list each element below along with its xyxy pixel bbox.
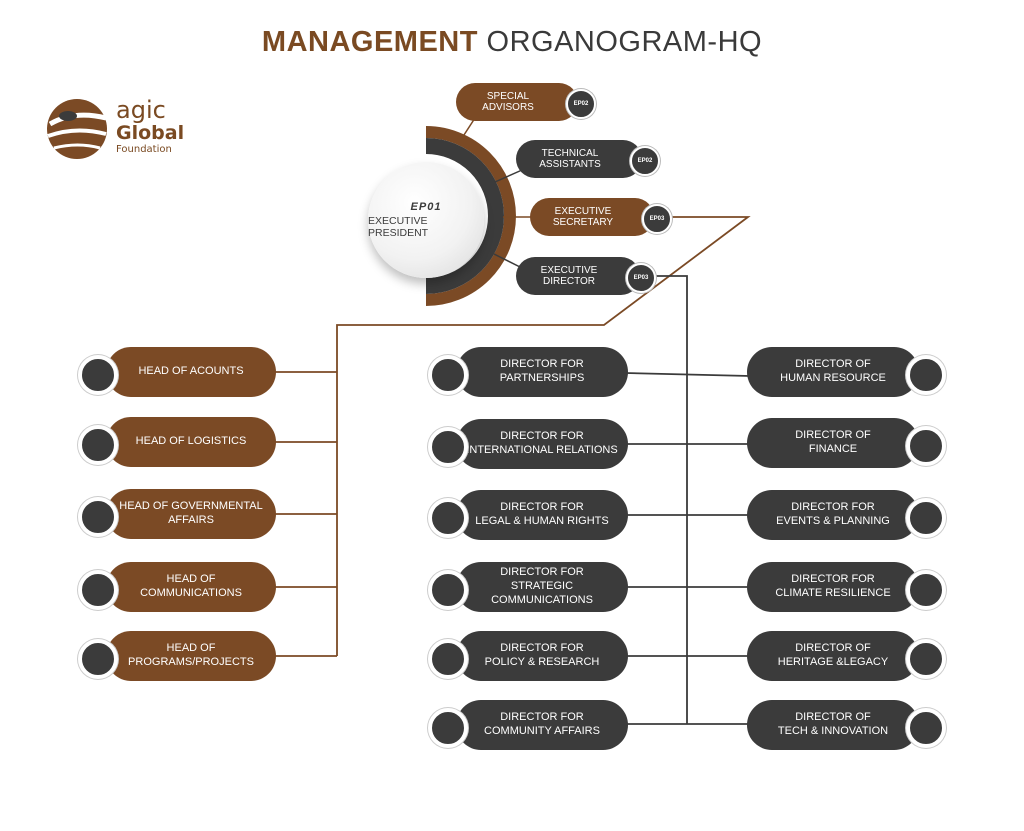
head-of-governmental-affairs-node[interactable]: HEAD OF GOVERNMENTAL AFFAIRS [106, 489, 276, 539]
director-partnerships-dot [428, 355, 468, 395]
director-community-affairs-node[interactable]: DIRECTOR FOR COMMUNITY AFFAIRS [456, 700, 628, 750]
node-label: DIRECTOR FOR STRATEGIC COMMUNICATIONS [466, 566, 618, 607]
director-heritage-legacy-node[interactable]: DIRECTOR OF HERITAGE &LEGACY [747, 631, 919, 681]
director-tech-innovation-node[interactable]: DIRECTOR OF TECH & INNOVATION [747, 700, 919, 750]
head-of-logistics-node[interactable]: HEAD OF LOGISTICS [106, 417, 276, 467]
head-of-governmental-affairs-dot [78, 497, 118, 537]
executive-director-node[interactable]: EXECUTIVE DIRECTOR [516, 257, 640, 295]
president-code: EP01 [410, 201, 442, 213]
node-label-line1: DIRECTOR FOR [500, 501, 584, 514]
node-label-line2: HERITAGE &LEGACY [777, 656, 889, 668]
logo-line2: Global [116, 122, 185, 144]
director-tech-innovation-dot [906, 708, 946, 748]
node-label-line2: STRATEGIC COMMUNICATIONS [491, 580, 593, 606]
node-label-line2: EVENTS & PLANNING [776, 515, 890, 527]
node-label-line2: COMMUNITY AFFAIRS [484, 725, 600, 737]
director-legal-human-rights-dot [428, 498, 468, 538]
node-label-line2: POLICY & RESEARCH [484, 656, 600, 668]
head-of-programs-projects-node[interactable]: HEAD OF PROGRAMS/PROJECTS [106, 631, 276, 681]
director-community-affairs-dot [428, 708, 468, 748]
director-partnerships-node[interactable]: DIRECTOR FOR PARTNERSHIPS [456, 347, 628, 397]
node-label-line1: DIRECTOR FOR [500, 642, 584, 655]
node-label-line1: DIRECTOR OF [795, 642, 871, 655]
node-label: DIRECTOR FOR PARTNERSHIPS [499, 358, 585, 384]
node-label-line2: HUMAN RESOURCE [780, 372, 886, 384]
node-label: HEAD OF LOGISTICS [135, 435, 247, 448]
node-label: DIRECTOR OF HUMAN RESOURCE [780, 358, 886, 386]
node-label-line1: DIRECTOR FOR [791, 501, 875, 514]
node-label-line2: CLIMATE RESILIENCE [775, 587, 891, 599]
node-label-line2: INTERNATIONAL RELATIONS [466, 444, 618, 456]
director-events-planning-node[interactable]: DIRECTOR FOR EVENTS & PLANNING [747, 490, 919, 540]
node-label-line2: TECH & INNOVATION [777, 725, 889, 737]
director-international-relations-node[interactable]: DIRECTOR FOR INTERNATIONAL RELATIONS [456, 419, 628, 469]
director-strategic-communications-node[interactable]: DIRECTOR FOR STRATEGIC COMMUNICATIONS [456, 562, 628, 612]
node-label: DIRECTOR FOR COMMUNITY AFFAIRS [484, 711, 600, 739]
head-of-logistics-dot [78, 425, 118, 465]
director-finance-dot [906, 426, 946, 466]
node-label: TECHNICAL ASSISTANTS [539, 148, 601, 170]
director-international-relations-dot [428, 427, 468, 467]
node-label-line1: HEAD OF GOVERNMENTAL [119, 500, 263, 513]
director-heritage-legacy-dot [906, 639, 946, 679]
node-label: HEAD OF GOVERNMENTAL AFFAIRS [119, 500, 262, 528]
director-policy-research-node[interactable]: DIRECTOR FOR POLICY & RESEARCH [456, 631, 628, 681]
head-of-communications-dot [78, 570, 118, 610]
node-label: DIRECTOR FOR LEGAL & HUMAN RIGHTS [475, 501, 608, 529]
special-advisors-code: EP02 [566, 89, 596, 119]
node-label-line2: AFFAIRS [168, 514, 214, 526]
director-policy-research-dot [428, 639, 468, 679]
head-of-accounts-dot [78, 355, 118, 395]
node-label: DIRECTOR OF FINANCE [795, 429, 871, 457]
director-strategic-communications-dot [428, 570, 468, 610]
executive-secretary-code: EP03 [642, 204, 672, 234]
node-label: HEAD OF PROGRAMS/PROJECTS [128, 642, 254, 668]
node-label: HEAD OF COMMUNICATIONS [140, 573, 242, 599]
node-label-line1: DIRECTOR OF [795, 358, 871, 371]
head-of-programs-projects-dot [78, 639, 118, 679]
director-climate-resilience-dot [906, 570, 946, 610]
logo-line1: agic [116, 96, 166, 124]
node-label-line1: DIRECTOR FOR [500, 430, 584, 443]
technical-assistants-node[interactable]: TECHNICAL ASSISTANTS [516, 140, 642, 178]
logo: agic Global Foundation [44, 96, 204, 166]
head-of-communications-node[interactable]: HEAD OF COMMUNICATIONS [106, 562, 276, 612]
executive-secretary-node[interactable]: EXECUTIVE SECRETARY [530, 198, 654, 236]
logo-line3: Foundation [116, 144, 172, 155]
title-light: ORGANOGRAM-HQ [486, 26, 763, 58]
executive-president-node[interactable]: EP01 EXECUTIVE PRESIDENT [368, 162, 484, 278]
director-human-resource-dot [906, 355, 946, 395]
node-label: EXECUTIVE DIRECTOR [540, 265, 598, 287]
node-label-line2: FINANCE [808, 443, 858, 455]
node-label: DIRECTOR FOR EVENTS & PLANNING [776, 501, 890, 529]
node-label-line1: DIRECTOR OF [795, 429, 871, 442]
page-title: MANAGEMENT ORGANOGRAM-HQ [0, 26, 1024, 59]
node-label-line1: DIRECTOR FOR [791, 573, 875, 586]
director-legal-human-rights-node[interactable]: DIRECTOR FOR LEGAL & HUMAN RIGHTS [456, 490, 628, 540]
node-label-line1: DIRECTOR OF [795, 711, 871, 724]
director-finance-node[interactable]: DIRECTOR OF FINANCE [747, 418, 919, 468]
technical-assistants-code: EP02 [630, 146, 660, 176]
node-label: DIRECTOR FOR POLICY & RESEARCH [485, 642, 600, 670]
director-human-resource-node[interactable]: DIRECTOR OF HUMAN RESOURCE [747, 347, 919, 397]
node-label-line2: LEGAL & HUMAN RIGHTS [475, 515, 609, 527]
head-of-accounts-node[interactable]: HEAD OF ACOUNTS [106, 347, 276, 397]
node-label: SPECIAL ADVISORS [482, 91, 534, 113]
node-label: DIRECTOR OF TECH & INNOVATION [778, 711, 888, 739]
node-label: EXECUTIVE SECRETARY [552, 206, 614, 228]
title-bold: MANAGEMENT [261, 26, 478, 58]
globe-icon [47, 99, 107, 159]
special-advisors-node[interactable]: SPECIAL ADVISORS [456, 83, 578, 121]
node-label: DIRECTOR FOR INTERNATIONAL RELATIONS [466, 430, 617, 458]
president-title: EXECUTIVE PRESIDENT [368, 215, 429, 239]
node-label: HEAD OF ACOUNTS [138, 365, 244, 378]
node-label: DIRECTOR OF HERITAGE &LEGACY [778, 642, 888, 670]
director-climate-resilience-node[interactable]: DIRECTOR FOR CLIMATE RESILIENCE [747, 562, 919, 612]
node-label-line1: DIRECTOR FOR [500, 711, 584, 724]
director-events-planning-dot [906, 498, 946, 538]
node-label-line1: DIRECTOR FOR [500, 566, 584, 579]
node-label: DIRECTOR FOR CLIMATE RESILIENCE [775, 573, 890, 601]
executive-director-code: EP03 [626, 263, 656, 293]
